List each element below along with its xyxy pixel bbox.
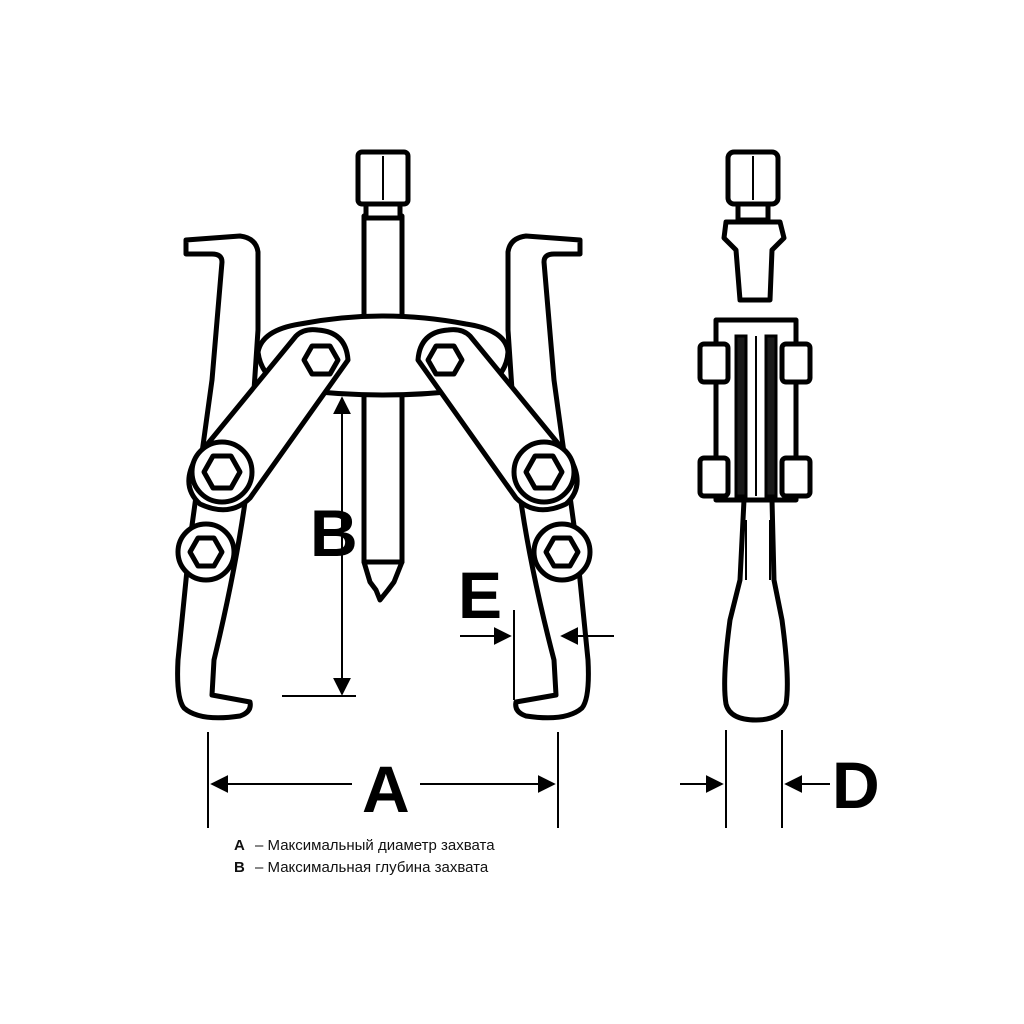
right-upper-bolt (425, 343, 465, 377)
side-view (697, 149, 813, 723)
left-upper-bolt (301, 343, 341, 377)
legend-row: A – Максимальный диаметр захвата (234, 837, 495, 854)
label-E: E (458, 558, 502, 632)
legend-row: B – Максимальная глубина захвата (234, 859, 489, 876)
label-A: A (362, 752, 410, 826)
legend: A – Максимальный диаметр захвата B – Мак… (234, 837, 495, 876)
right-lower-nut (543, 535, 581, 569)
screw-tip (361, 559, 405, 603)
label-D: D (832, 748, 880, 822)
left-lower-nut (187, 535, 225, 569)
dim-B: B (282, 396, 358, 697)
front-view (175, 149, 593, 721)
legend-key: B (234, 859, 245, 876)
label-B: B (310, 496, 358, 570)
left-mid-bolt (201, 453, 243, 491)
dim-A: A (207, 732, 559, 828)
dim-E: E (458, 558, 614, 700)
dim-D: D (680, 730, 880, 828)
legend-text: – Максимальная глубина захвата (255, 859, 489, 876)
right-mid-bolt (523, 453, 565, 491)
legend-key: A (234, 837, 245, 854)
legend-text: – Максимальный диаметр захвата (255, 837, 495, 854)
